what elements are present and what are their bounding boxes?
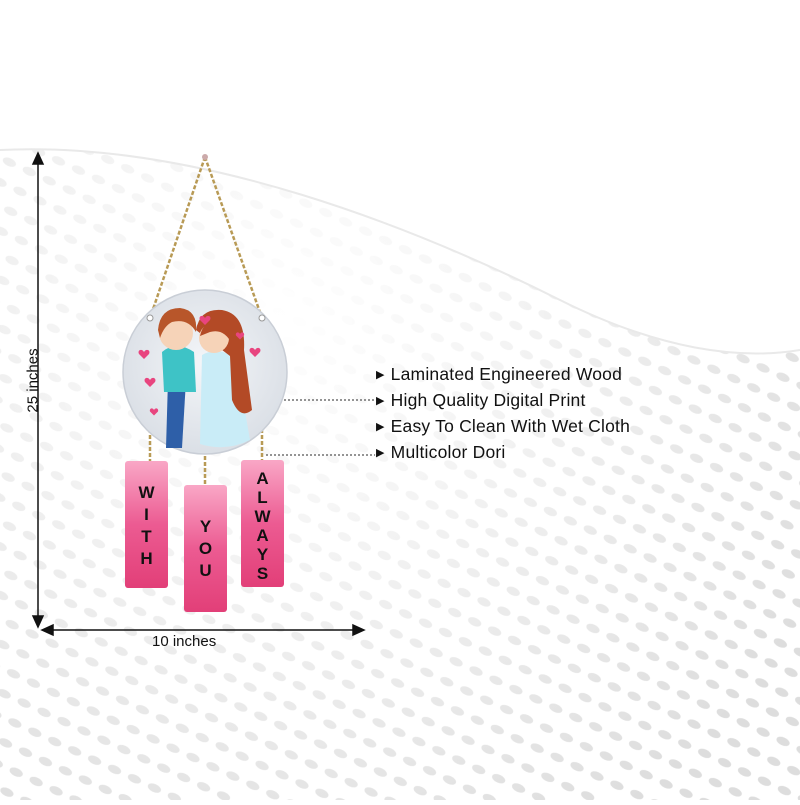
triangle-right-icon: ▶	[376, 421, 385, 433]
tag-with: W I T H	[125, 461, 168, 588]
height-label: 25 inches	[24, 348, 42, 413]
tag-you-letter: U	[199, 561, 211, 580]
height-dimension-arrow	[31, 151, 45, 629]
feature-label: High Quality Digital Print	[390, 390, 586, 410]
tag-always-letter: L	[257, 488, 267, 507]
leader-lines	[266, 399, 375, 456]
boy-figure-icon	[158, 308, 197, 448]
tag-always-letter: A	[256, 526, 268, 545]
round-plaque	[122, 289, 288, 455]
feature-label: Multicolor Dori	[390, 442, 506, 462]
tag-always-letter: A	[256, 469, 268, 488]
hanging-knot	[202, 154, 208, 160]
tag-with-letter: W	[138, 483, 155, 502]
feature-label: Easy To Clean With Wet Cloth	[390, 416, 631, 436]
triangle-right-icon: ▶	[376, 395, 385, 407]
triangle-right-icon: ▶	[376, 447, 385, 459]
tag-with-letter: T	[141, 527, 152, 546]
feature-item: ▶ High Quality Digital Print	[376, 390, 586, 411]
tag-with-letter: H	[140, 549, 152, 568]
tag-always-letter: Y	[257, 545, 269, 564]
width-label: 10 inches	[152, 633, 217, 650]
tag-always-letter: S	[257, 564, 268, 583]
tag-you-letter: Y	[200, 517, 212, 536]
tag-always-letter: W	[254, 507, 271, 526]
feature-item: ▶ Easy To Clean With Wet Cloth	[376, 416, 630, 437]
feature-item: ▶ Multicolor Dori	[376, 442, 506, 463]
feature-label: Laminated Engineered Wood	[390, 364, 623, 384]
tag-always: A L W A Y S	[241, 460, 284, 587]
tag-you-letter: O	[199, 539, 212, 558]
tag-with-letter: I	[144, 505, 149, 524]
tag-you: Y O U	[184, 485, 227, 612]
feature-item: ▶ Laminated Engineered Wood	[376, 364, 622, 385]
width-dimension-arrow	[40, 623, 366, 637]
triangle-right-icon: ▶	[376, 369, 385, 381]
heart-icons	[138, 315, 261, 416]
